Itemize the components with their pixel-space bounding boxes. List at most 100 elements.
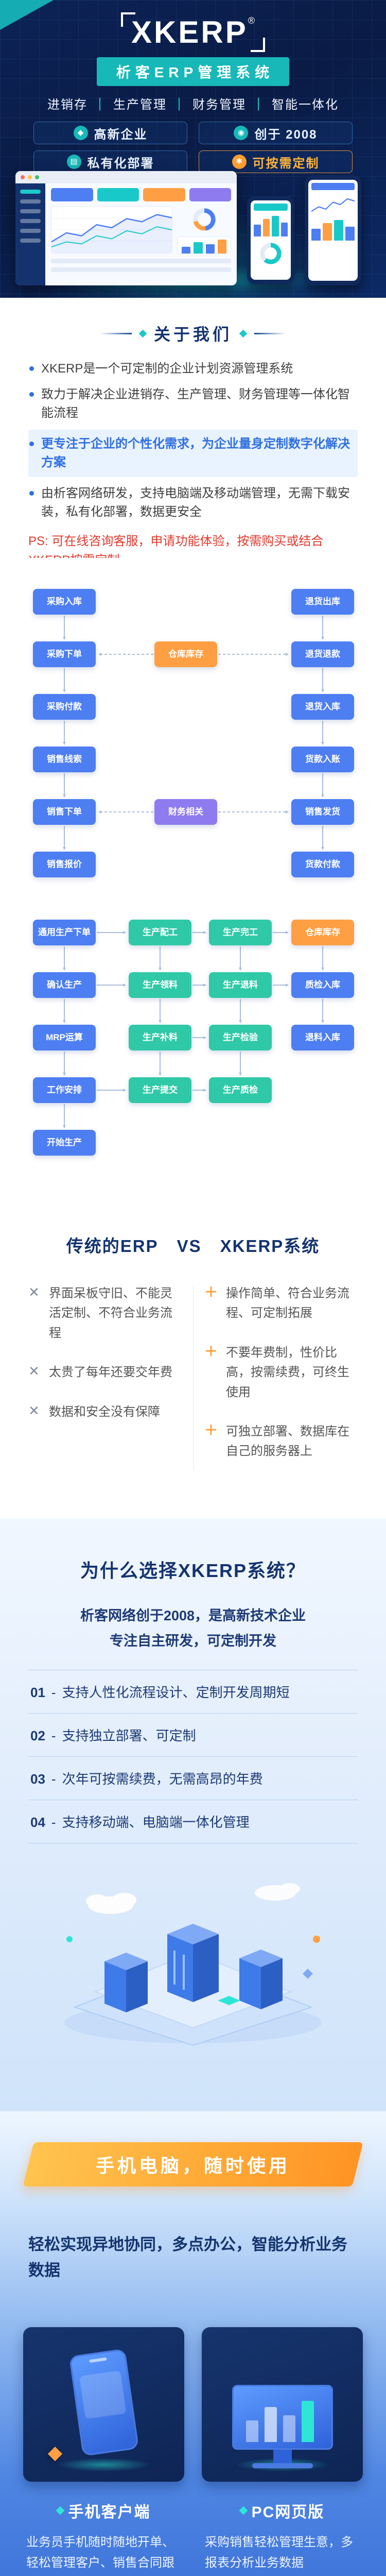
subtitle: 析客ERP管理系统	[0, 57, 386, 86]
flow-node: 销售下单	[33, 799, 96, 825]
menu-line-decoration	[20, 199, 41, 204]
phone-header-decoration	[311, 183, 355, 190]
plus-icon: ＋	[204, 1343, 218, 1359]
erp-mobile-screenshot	[247, 196, 294, 284]
flow-node: 采购下单	[33, 641, 96, 667]
tagline: 进销存｜生产管理｜财务管理｜智能一体化	[0, 94, 386, 112]
why-item-text: 支持人性化流程设计、定制开发周期短	[62, 1685, 290, 1701]
why-title: 为什么选择XKERP系统？	[80, 1560, 306, 1581]
pc-illustration-tile	[202, 2327, 363, 2482]
founded-icon: ◉	[234, 126, 249, 140]
why-item-separator: -	[51, 1728, 56, 1744]
sidebar-thumbnail	[15, 183, 45, 285]
card-description: 业务员手机随时随地开单、轻松管理客户、销售合同跟进	[26, 2535, 174, 2570]
vs-con-text: 界面呆板守旧、不能灵活定制、不符合业务流程	[49, 1286, 172, 1340]
title-line-decoration	[254, 332, 286, 334]
bar-decoration	[323, 223, 332, 241]
stat-chip-decoration	[189, 188, 231, 201]
why-item-separator: -	[51, 1771, 56, 1787]
diamond-icon	[239, 2506, 248, 2515]
bar-decoration	[217, 239, 226, 253]
erp-desktop-screenshot	[15, 171, 237, 285]
dashboard-preview	[0, 164, 386, 294]
phone-illustration-tile	[23, 2327, 184, 2482]
bar-decoration	[264, 2407, 277, 2443]
flow-node: 退货出库	[291, 589, 354, 615]
bar-decoration	[194, 242, 203, 253]
why-item: 01-支持人性化流程设计、定制开发周期短	[28, 1670, 358, 1714]
cross-icon: ✕	[28, 1402, 40, 1418]
side-charts	[177, 206, 231, 254]
flow-node: 质检入库	[291, 972, 354, 998]
why-item-text: 支持独立部署、可定制	[62, 1728, 196, 1744]
cross-icon: ✕	[28, 1363, 40, 1379]
tagline-item: 生产管理	[113, 98, 167, 112]
logo-text: XKERP	[131, 15, 248, 49]
stat-chip-decoration	[97, 188, 139, 201]
why-item-number: 03	[30, 1771, 45, 1787]
tagline-separator: ｜	[173, 98, 186, 112]
registered-trademark: ®	[248, 15, 255, 26]
ps-note: PS: 可在线咨询客服，申请功能体验，按需购买或结合XKERP按需定制	[28, 534, 324, 558]
flow-node: 生产退料	[209, 972, 272, 998]
bar-decoration	[301, 2401, 314, 2443]
why-item-number: 04	[30, 1815, 45, 1831]
why-item: 02-支持独立部署、可定制	[28, 1714, 358, 1757]
diamond-icon	[138, 329, 147, 337]
tagline-separator: ｜	[94, 98, 107, 112]
bottom-cards: 手机客户端业务员手机随时随地开单、轻松管理客户、销售合同跟进PC网页版采购销售轻…	[23, 2327, 363, 2576]
menu-line-decoration	[20, 239, 41, 243]
why-item-text: 次年可按需续费，无需高昂的年费	[62, 1771, 263, 1787]
glow-decoration	[57, 2458, 150, 2472]
flow-node: 销售线索	[33, 747, 96, 772]
donut-chart-thumbnail	[192, 208, 216, 231]
why-item: 04-支持移动端、电脑端一体化管理	[28, 1800, 358, 1844]
flowchart-connectors	[63, 616, 324, 1128]
tagline-item: 财务管理	[192, 98, 246, 112]
flow-node: 工作安排	[33, 1077, 96, 1103]
flow-node: 仓库库存	[154, 641, 217, 667]
phone-screen	[251, 200, 291, 280]
flow-node: 财务相关	[154, 799, 217, 825]
bar-decoration	[280, 222, 288, 236]
flow-node: 生产检验	[209, 1025, 272, 1050]
stat-chip-decoration	[143, 188, 185, 201]
badge-label: 私有化部署	[87, 156, 154, 171]
medal-icon: ◆	[73, 126, 88, 140]
why-item-number: 01	[30, 1685, 45, 1701]
vs-pro-item: ＋不要年费制，性价比高，按需续费，可终生使用	[203, 1343, 360, 1402]
tagline-item: 智能一体化	[272, 98, 339, 112]
hero-badge: ✱可按需定制	[199, 150, 353, 173]
flowchart-canvas: 采购入库退货出库采购下单仓库库存退货退款采购付款退货入库销售线索货款入账销售下单…	[0, 573, 386, 1181]
vs-con-item: ✕太贵了每年还要交年费	[26, 1363, 183, 1382]
server-icon: ▤	[66, 155, 81, 169]
hero-badge: ◆ 高新企业	[33, 122, 187, 144]
phone-bar-chart-thumbnail	[254, 215, 288, 236]
window-maximize-dot	[35, 175, 39, 179]
charts-row	[51, 206, 231, 254]
vs-pro-text: 可独立部署、数据库在自己的服务器上	[226, 1424, 349, 1459]
comparison-section: 传统的ERP VS XKERP系统 ✕界面呆板守旧、不能灵活定制、不符合业务流程…	[0, 1199, 386, 1519]
flow-node: 采购入库	[33, 589, 96, 615]
phone-illustration	[68, 2348, 139, 2456]
badge-label: 高新企业	[94, 127, 148, 142]
why-item-text: 支持移动端、电脑端一体化管理	[62, 1815, 250, 1831]
about-item: 由析客网络研发，支持电脑端及移动端管理，无需下载安装，私有化部署，数据更安全	[28, 484, 358, 521]
banner-text: 手机电脑，随时使用	[95, 2155, 290, 2176]
vs-con-item: ✕数据和安全没有保障	[26, 1402, 183, 1422]
subtitle-badge: 析客ERP管理系统	[96, 57, 290, 86]
bar-chart-thumbnail	[177, 236, 231, 254]
bar-decoration	[205, 244, 215, 253]
row-line-decoration	[51, 259, 231, 263]
card-title-text: 手机客户端	[68, 2504, 151, 2521]
cross-icon: ✕	[28, 1284, 40, 1300]
phone-screen	[308, 180, 358, 281]
about-list: XKERP是一个可定制的企业计划资源管理系统致力于解决企业进销存、生产管理、财务…	[28, 360, 358, 521]
cube-decoration	[47, 2447, 63, 2462]
stat-chip-decoration	[51, 188, 93, 201]
flow-node: 生产配工	[129, 920, 191, 945]
why-item: 03-次年可按需续费，无需高昂的年费	[28, 1757, 358, 1801]
bar-decoration	[245, 2420, 258, 2443]
